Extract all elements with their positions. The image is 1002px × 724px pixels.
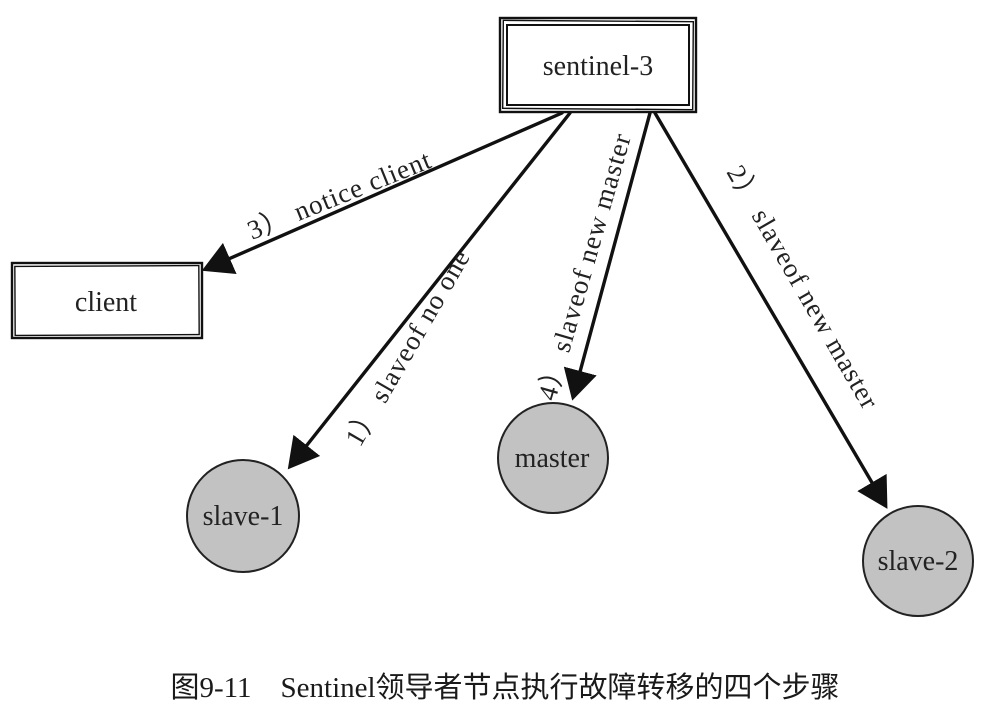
edge-sentinel-to-slave-1 xyxy=(287,111,572,470)
client-box xyxy=(10,261,204,340)
edge-sentinel-to-slave-2 xyxy=(653,111,888,509)
master-circle xyxy=(497,402,609,514)
node-slave-1: slave-1 xyxy=(186,459,300,573)
slave-2-circle xyxy=(862,505,974,617)
edges xyxy=(201,111,888,509)
node-master: master xyxy=(497,402,609,514)
edge-sentinel-to-client xyxy=(201,111,564,275)
edge-sentinel-to-master xyxy=(563,111,652,401)
slave-1-circle xyxy=(186,459,300,573)
client-label: client xyxy=(75,287,137,318)
edge-label-notice-client: 3） notice client xyxy=(243,144,436,245)
sentinel-box-inner xyxy=(506,24,690,106)
edge-label-slaveof-no-one: 1） slaveof no one xyxy=(339,244,476,451)
master-label: master xyxy=(515,443,590,474)
edge-label-slaveof-new-master-4: 4） slaveof new master xyxy=(532,129,637,403)
edge-label-slaveof-new-master-2: 2） slaveof new master xyxy=(721,160,885,415)
sentinel-box-outer xyxy=(498,16,698,114)
slave-1-label: slave-1 xyxy=(203,501,284,532)
client-box-sketch xyxy=(14,264,200,337)
node-sentinel-3: sentinel-3 xyxy=(498,16,698,114)
sentinel-label: sentinel-3 xyxy=(543,51,653,82)
node-slave-2: slave-2 xyxy=(862,505,974,617)
slave-2-label: slave-2 xyxy=(878,546,959,577)
node-client: client xyxy=(10,261,204,340)
sentinel-box-sketch xyxy=(501,19,695,111)
figure-caption: 图9-11 Sentinel领导者节点执行故障转移的四个步骤 xyxy=(170,671,839,704)
